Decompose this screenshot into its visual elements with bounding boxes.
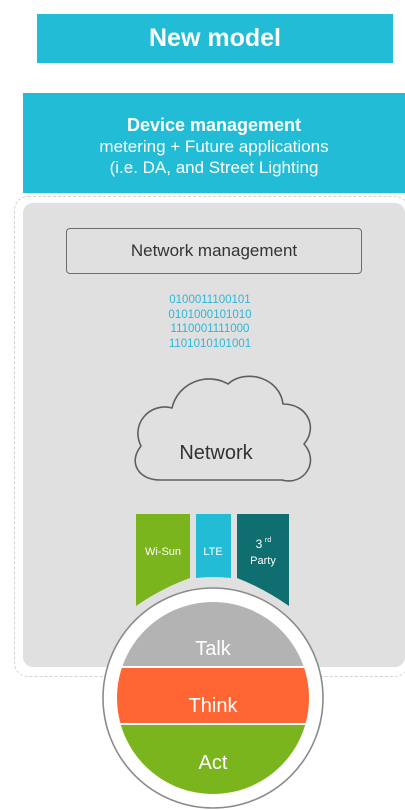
header-banner: New model <box>37 14 393 63</box>
network-management-box: Network management <box>66 228 362 274</box>
device-management-box: Device management metering + Future appl… <box>23 93 405 193</box>
binary-data: 0100011100101 0101000101010 111000111100… <box>140 293 280 351</box>
binary-line: 0101000101010 <box>168 308 252 321</box>
device-management-line1: metering + Future applications <box>99 137 329 156</box>
lte-label: LTE <box>203 546 222 558</box>
third-party-word: Party <box>250 555 276 567</box>
binary-line: 1101010101001 <box>168 337 252 350</box>
header-title: New model <box>149 24 281 52</box>
device-management-line2: (i.e. DA, and Street Lighting <box>109 158 319 177</box>
third-party-number: 3 <box>256 537 263 551</box>
device-management-title: Device management <box>126 115 302 135</box>
wisun-label: Wi-Sun <box>145 546 181 558</box>
lte-connector <box>196 514 231 578</box>
wisun-connector <box>136 514 190 606</box>
third-party-superscript: rd <box>265 537 271 544</box>
think-band <box>117 668 309 723</box>
binary-line: 0100011100101 <box>169 294 251 306</box>
cloud-icon <box>134 375 312 482</box>
think-label: Think <box>189 695 239 717</box>
network-management-label: Network management <box>130 241 298 260</box>
talk-label: Talk <box>195 638 232 660</box>
act-label: Act <box>199 752 228 774</box>
cloud-label: Network <box>179 442 253 464</box>
binary-line: 1110001111000 <box>170 323 250 335</box>
third-party-connector <box>237 514 289 606</box>
